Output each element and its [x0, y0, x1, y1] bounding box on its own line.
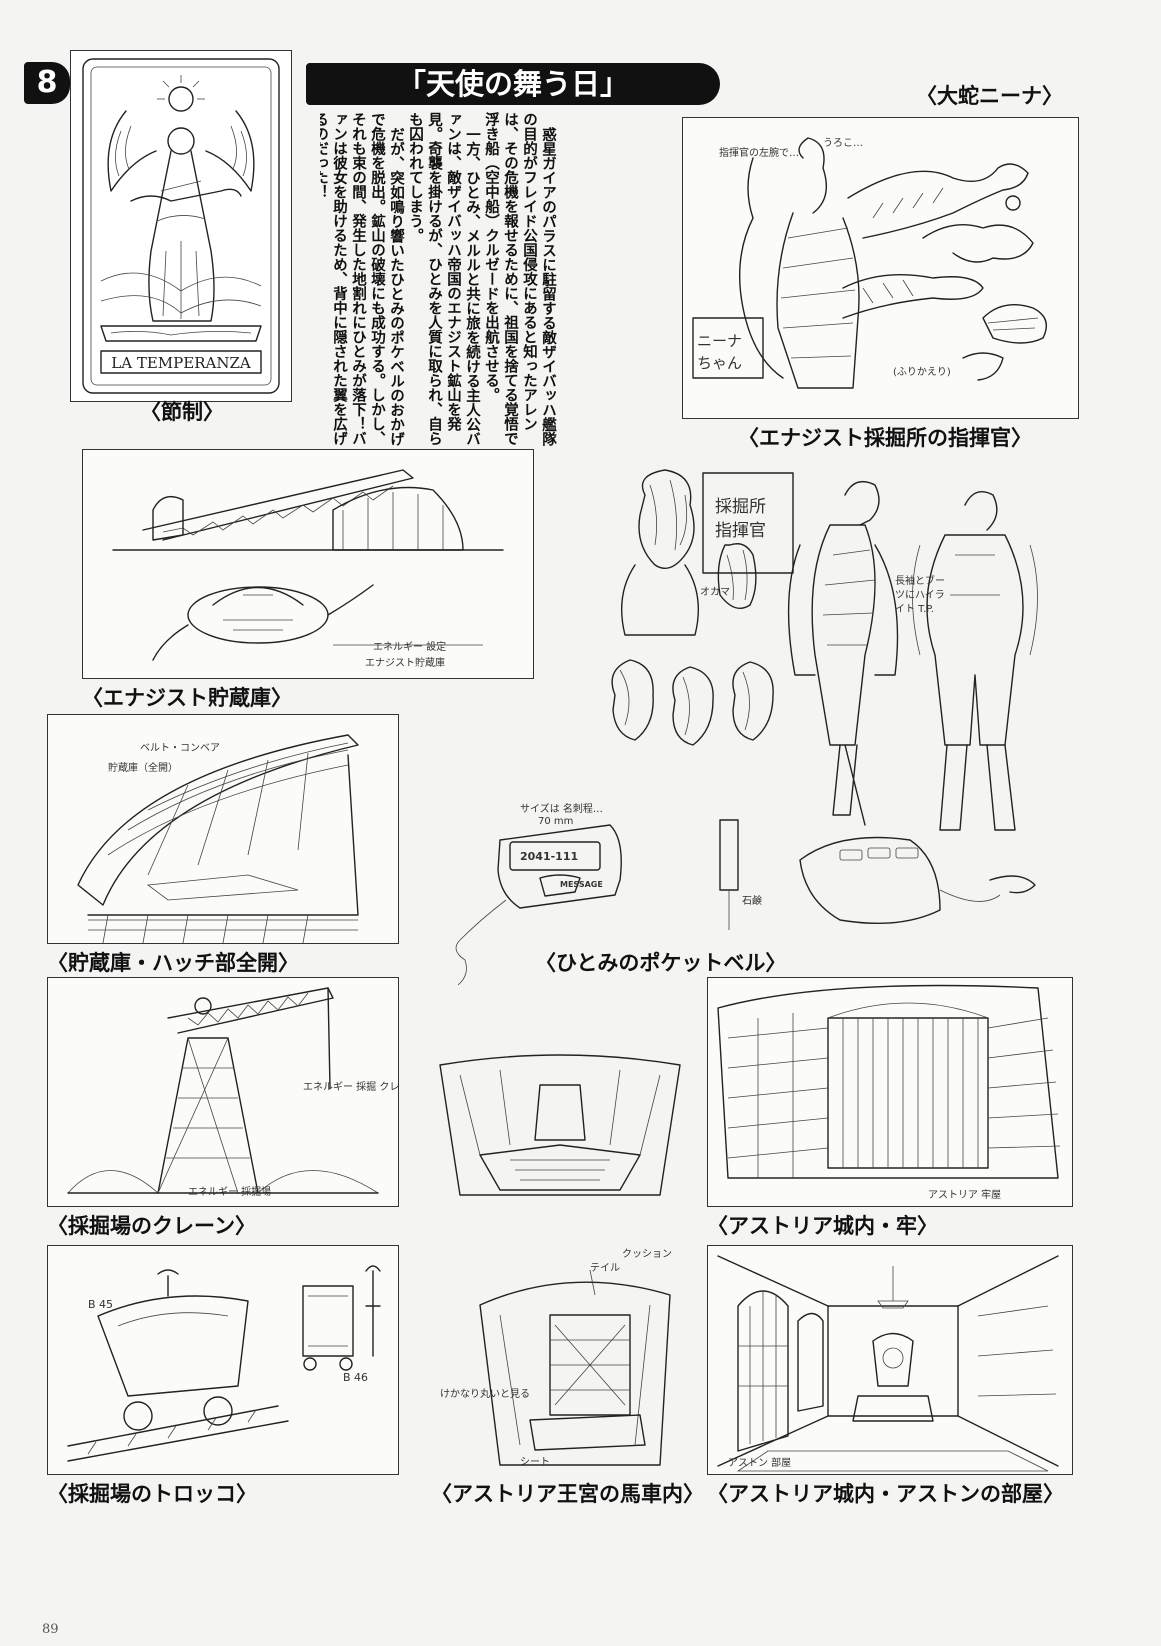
commander-note-highlight: 長袖とブーツにハイライト T.P. — [895, 576, 945, 615]
pager-sketch — [455, 819, 1036, 986]
nina-note-name: ニーナ ちゃん — [697, 332, 743, 372]
nina-sketch — [692, 137, 1047, 389]
panel-storehouse: エネルギー 設定 エナジスト貯蔵庫 — [82, 449, 534, 679]
panel-minecart: B 45 B 46 — [47, 1245, 399, 1475]
prison-sketch — [717, 984, 1061, 1179]
tarot-card-illustration: LA TEMPERANZA — [82, 58, 280, 394]
synopsis-text: 惑星ガイアのパラスに駐留する敵ザイバッハ艦隊の目的がフレイド公国侵攻にあると知っ… — [320, 112, 558, 457]
commander-note-okama: オカマ — [700, 587, 730, 598]
carriage-caption: 〈アストリア王宮の馬車内〉 — [431, 1482, 704, 1506]
minecart-caption: 〈採掘場のトロッコ〉 — [47, 1482, 257, 1506]
panel-pager: サイズは 名刺程… 70 mm MESSAGE 2041-111 石鹸 — [420, 800, 1060, 990]
pager-note-display: 2041-111 — [520, 850, 579, 863]
synopsis-paragraph: 惑星ガイアのパラスに駐留する敵ザイバッハ艦隊の目的がフレイド公国侵攻にあると知っ… — [483, 112, 557, 446]
pager-note-soap: 石鹸 — [742, 896, 762, 907]
pager-caption: 〈ひとみのポケットベル〉 — [535, 951, 787, 975]
minecart-note-b46: B 46 — [343, 1371, 369, 1384]
pager-note-size: サイズは 名刺程… — [520, 804, 603, 815]
hatch-caption: 〈貯蔵庫・ハッチ部全開〉 — [47, 951, 299, 975]
aston-room-note-title: アストン 部屋 — [728, 1458, 792, 1469]
crane-sketch — [67, 987, 379, 1194]
carriage-note-tail: テイル — [590, 1263, 620, 1274]
panel-carriage-interior: テイル クッション けかなり丸いと見る シート — [440, 1245, 700, 1473]
panel-carriage — [420, 1045, 700, 1205]
minecart-note-b45: B 45 — [88, 1298, 114, 1311]
carriage-note-seat: シート — [520, 1457, 550, 1468]
commander-note-title: 採掘所 指揮官 — [715, 497, 766, 541]
carriage-interior-sketch — [479, 1269, 671, 1466]
episode-title: 「天使の舞う日」 — [306, 63, 720, 105]
commander-caption: 〈エナジスト採掘所の指揮官〉 — [738, 426, 1032, 450]
crane-caption: 〈採掘場のクレーン〉 — [47, 1214, 256, 1238]
hatch-note-open: 貯蔵庫（全開） — [108, 763, 178, 774]
panel-crane: エネルギー 採掘 クレーン エネルギー 採掘場 — [47, 977, 399, 1207]
page-number: 89 — [42, 1622, 59, 1637]
tarot-caption: 〈節制〉 — [140, 400, 224, 424]
storehouse-sketch — [112, 469, 504, 661]
tarot-card-frame: LA TEMPERANZA — [70, 50, 292, 402]
carriage-note-cushion: クッション — [622, 1249, 672, 1260]
storehouse-note-energy: エネルギー 設定 — [373, 642, 447, 653]
hatch-sketch — [77, 734, 359, 943]
synopsis-paragraph: 一方、ひとみ、メルルと共に旅を続ける主人公バァンは、敵ザイバッハ帝国のエナジスト… — [407, 112, 481, 446]
commander-sketch — [611, 469, 1038, 831]
chapter-number-badge: 8 — [24, 62, 70, 104]
pager-note-message: MESSAGE — [560, 880, 603, 889]
panel-hatch: ベルト・コンベア 貯蔵庫（全開） — [47, 714, 399, 944]
crane-note-title: エネルギー 採掘 クレーン — [303, 1082, 399, 1093]
nina-note-left-arm: 指揮官の左腕で… — [719, 148, 799, 159]
prison-caption: 〈アストリア城内・牢〉 — [707, 1214, 938, 1238]
storehouse-note-title: エナジスト貯蔵庫 — [365, 658, 445, 669]
nina-note-scales: うろこ… — [823, 138, 863, 149]
aston-room-sketch — [717, 1255, 1059, 1472]
carriage-sketch — [439, 1054, 681, 1196]
tarot-card-name: LA TEMPERANZA — [111, 354, 251, 372]
minecart-sketch — [67, 1265, 381, 1462]
panel-prison: アストリア 牢屋 — [707, 977, 1073, 1207]
pager-note-width: 70 mm — [538, 816, 574, 827]
synopsis-paragraph: だが、突如鳴り響いたひとみのポケベルのおかげで危機を脱出。鉱山の破壊にも成功する… — [320, 112, 405, 446]
carriage-note-round: けかなり丸いと見る — [440, 1389, 530, 1400]
panel-nina: 指揮官の左腕で… うろこ… ニーナ ちゃん (ふりかえり) — [682, 117, 1079, 419]
panel-commander: 採掘所 指揮官 オカマ 長袖とブーツにハイライト T.P. — [575, 455, 1075, 845]
prison-note-title: アストリア 牢屋 — [928, 1190, 1002, 1201]
panel-aston-room: アストン 部屋 — [707, 1245, 1073, 1475]
aston-room-caption: 〈アストリア城内・アストンの部屋〉 — [707, 1482, 1064, 1506]
hatch-note-conveyor: ベルト・コンベア — [140, 743, 220, 754]
storehouse-caption: 〈エナジスト貯蔵庫〉 — [82, 686, 292, 710]
nina-caption: 〈大蛇ニーナ〉 — [916, 84, 1063, 108]
nina-note-turnaround: (ふりかえり) — [893, 367, 951, 378]
crane-note-site: エネルギー 採掘場 — [188, 1187, 272, 1198]
